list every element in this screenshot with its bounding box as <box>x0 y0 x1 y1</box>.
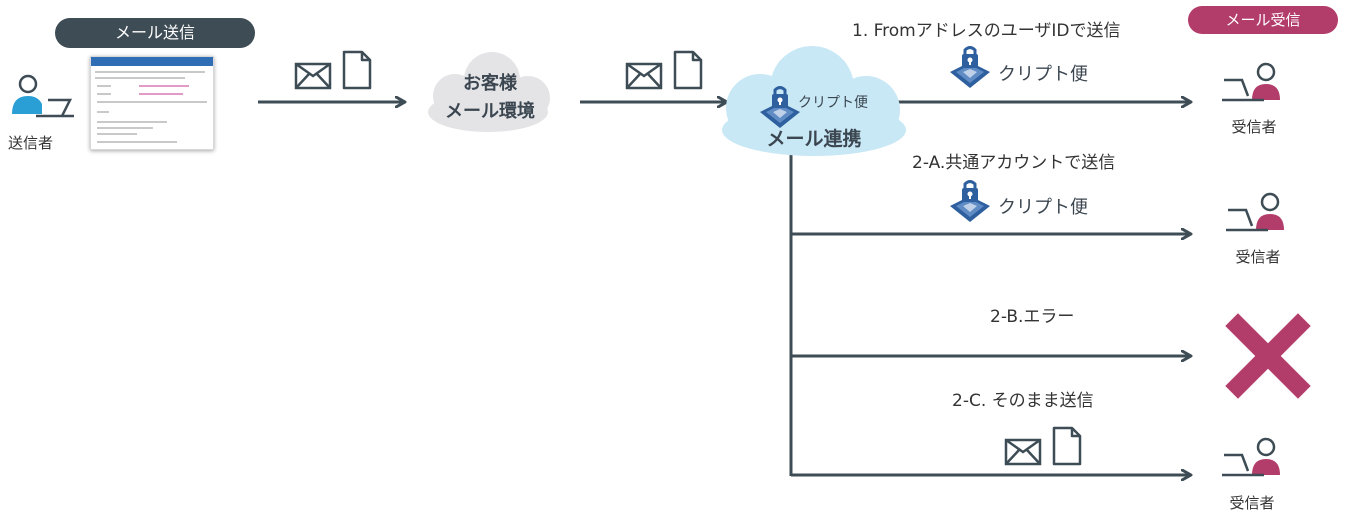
route-2a-receiver: 受信者 <box>1235 248 1281 266</box>
route-2a-brand: クリプト便 <box>998 197 1088 218</box>
customer-cloud <box>428 52 550 132</box>
shield-lock-icon <box>948 46 992 90</box>
receiver-person-icon <box>1224 192 1286 232</box>
sender-person-icon <box>12 74 74 118</box>
crypt-cloud-brand: クリプト便 <box>798 95 868 111</box>
envelope-icon <box>1004 438 1042 466</box>
route-2c-receiver: 受信者 <box>1229 494 1275 512</box>
envelope-icon <box>294 62 332 90</box>
receive-header-pill: メール受信 <box>1188 6 1338 34</box>
route-1-brand: クリプト便 <box>998 64 1088 85</box>
send-header-label: メール送信 <box>114 23 195 42</box>
customer-cloud-text: お客様 メール環境 <box>430 70 550 126</box>
cross-icon <box>1225 313 1311 399</box>
email-screenshot-image <box>90 56 214 150</box>
route-1-label: 1. FromアドレスのユーザIDで送信 <box>852 21 1121 41</box>
document-icon <box>1052 426 1082 466</box>
customer-cloud-line1: お客様 <box>463 73 517 94</box>
route-2a-label: 2-A.共通アカウントで送信 <box>912 153 1116 173</box>
receiver-person-icon <box>1220 62 1282 102</box>
envelope-icon <box>625 62 663 90</box>
customer-cloud-line2: メール環境 <box>445 101 535 122</box>
route-2b-label: 2-B.エラー <box>990 307 1075 327</box>
receive-header-label: メール受信 <box>1225 11 1301 29</box>
receiver-person-icon <box>1220 437 1282 477</box>
crypt-cloud-line: メール連携 <box>766 128 862 150</box>
route-2c-label: 2-C. そのまま送信 <box>952 391 1094 411</box>
sender-label: 送信者 <box>8 134 54 152</box>
shield-lock-icon <box>948 180 992 224</box>
send-header-pill: メール送信 <box>55 18 255 48</box>
document-icon <box>673 50 703 90</box>
document-icon <box>342 50 372 90</box>
route-1-receiver: 受信者 <box>1231 118 1277 136</box>
